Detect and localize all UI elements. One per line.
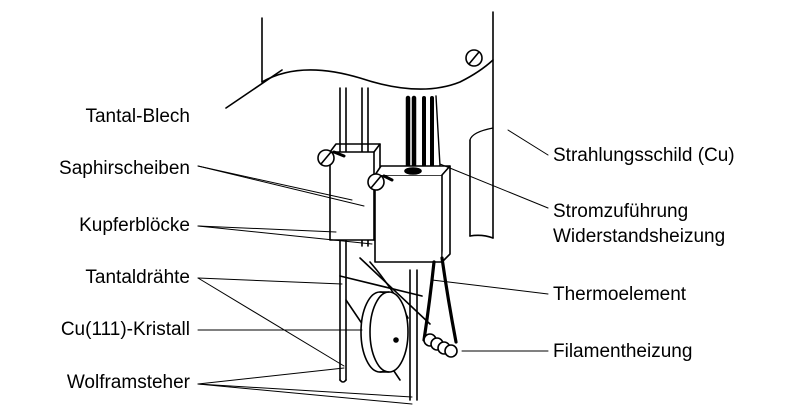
label-strahlungsschild: Strahlungsschild (Cu): [553, 145, 735, 166]
label-tantal-blech: Tantal-Blech: [85, 106, 190, 127]
cu111-crystal: [360, 291, 409, 373]
label-stromzufuehrung: Stromzuführung: [553, 201, 689, 222]
thermocouple-wires: [422, 256, 458, 344]
label-wolframsteher: Wolframsteher: [66, 372, 190, 393]
radiation-shield: [261, 11, 494, 239]
label-widerstandsheizung: Widerstandsheizung: [553, 226, 726, 247]
label-tantaldraehte: Tantaldrähte: [85, 267, 190, 288]
label-filamentheizung: Filamentheizung: [553, 341, 693, 362]
label-thermoelement: Thermoelement: [553, 284, 687, 305]
label-saphirscheiben: Saphirscheiben: [59, 158, 190, 179]
copper-blocks: [329, 143, 451, 263]
tantalum-sheet: [225, 69, 283, 109]
leader-lines: [197, 129, 549, 405]
sapphire-screws-icon: [317, 149, 394, 191]
label-kupferbloecke: Kupferblöcke: [79, 215, 190, 236]
power-feed-wires: [405, 95, 441, 172]
filament-coil-icon: [423, 333, 458, 358]
shield-screw-icon: [465, 49, 483, 67]
label-cu111-kristall: Cu(111)-Kristall: [60, 319, 190, 340]
